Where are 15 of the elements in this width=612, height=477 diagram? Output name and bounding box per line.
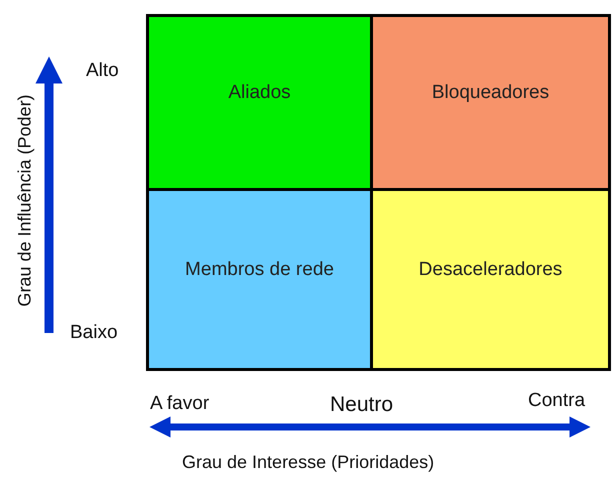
axis-tick-label: Neutro bbox=[330, 393, 394, 417]
axis-tick-label: Baixo bbox=[70, 322, 118, 344]
quadrant-label: Aliados bbox=[228, 82, 291, 102]
quadrant-cell bbox=[370, 188, 611, 371]
quadrant-label: Bloqueadores bbox=[432, 82, 550, 102]
axis-title: Grau de Interesse (Prioridades) bbox=[182, 452, 434, 473]
axis-tick-label: Alto bbox=[86, 60, 119, 82]
quadrant-label: Desaceleradores bbox=[418, 258, 562, 280]
axis-title: Grau de Influência (Poder) bbox=[14, 93, 36, 309]
quadrant-cell bbox=[370, 14, 611, 191]
axis-tick-label: A favor bbox=[150, 393, 210, 415]
quadrant-cell bbox=[146, 188, 373, 371]
quadrant-label: Membros de rede bbox=[185, 258, 334, 280]
quadrant-cell bbox=[146, 14, 373, 191]
axis-tick-label: Contra bbox=[528, 390, 586, 412]
